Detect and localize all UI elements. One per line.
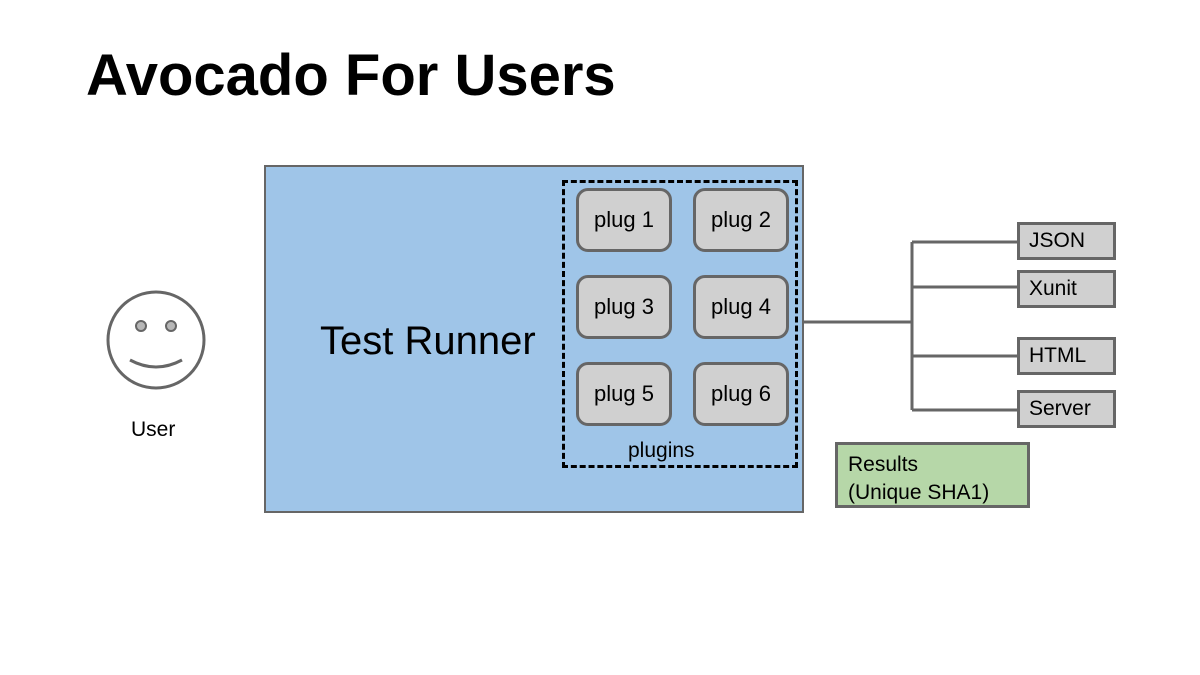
output-label: Xunit bbox=[1029, 277, 1077, 300]
results-box: Results (Unique SHA1) bbox=[835, 442, 1030, 508]
plugin-box: plug 1 bbox=[576, 188, 672, 252]
output-label: JSON bbox=[1029, 229, 1086, 252]
plugin-box: plug 5 bbox=[576, 362, 672, 426]
user-label: User bbox=[131, 418, 176, 441]
output-json: JSON bbox=[1017, 222, 1116, 260]
output-xunit: Xunit bbox=[1017, 270, 1116, 308]
smiley-face-icon bbox=[106, 290, 206, 390]
plugin-label: plug 1 bbox=[594, 207, 654, 232]
plugins-group bbox=[562, 180, 798, 468]
plugin-label: plug 2 bbox=[711, 207, 771, 232]
plugin-box: plug 2 bbox=[693, 188, 789, 252]
output-label: HTML bbox=[1029, 344, 1087, 367]
output-connectors bbox=[804, 240, 1017, 412]
results-subtitle: (Unique SHA1) bbox=[848, 481, 990, 504]
output-server: Server bbox=[1017, 390, 1116, 428]
plugin-box: plug 6 bbox=[693, 362, 789, 426]
plugin-label: plug 5 bbox=[594, 381, 654, 406]
results-title: Results bbox=[848, 453, 919, 476]
output-label: Server bbox=[1029, 397, 1091, 420]
output-html: HTML bbox=[1017, 337, 1116, 375]
test-runner-label: Test Runner bbox=[320, 319, 536, 363]
plugin-box: plug 3 bbox=[576, 275, 672, 339]
plugin-label: plug 4 bbox=[711, 294, 771, 319]
plugin-box: plug 4 bbox=[693, 275, 789, 339]
slide-title: Avocado For Users bbox=[86, 43, 616, 108]
plugins-label: plugins bbox=[628, 439, 695, 462]
plugin-label: plug 3 bbox=[594, 294, 654, 319]
plugin-label: plug 6 bbox=[711, 381, 771, 406]
